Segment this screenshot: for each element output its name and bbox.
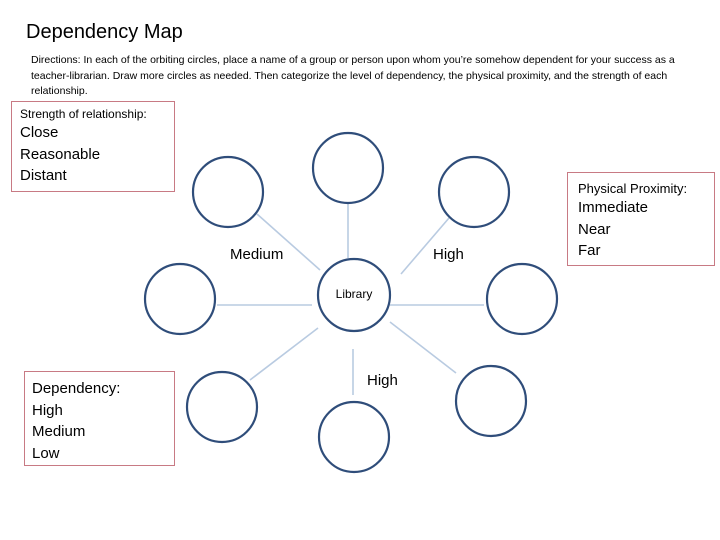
strength-legend-box: Strength of relationship: Close Reasonab…	[11, 101, 175, 192]
dependency-legend-title: Dependency:	[32, 380, 121, 397]
directions-text: Directions: In each of the orbiting circ…	[31, 54, 675, 97]
dependency-item-high: High	[32, 401, 63, 419]
orbit-circle-lower-right[interactable]	[454, 364, 528, 438]
center-circle[interactable]	[316, 257, 392, 333]
spoke-lower-left	[249, 327, 319, 381]
edge-label-high-bottom: High	[367, 372, 398, 389]
edge-label-high-right: High	[433, 246, 464, 263]
dependency-legend-box: Dependency: High Medium Low	[24, 371, 175, 466]
orbit-circle-right[interactable]	[485, 262, 559, 336]
orbit-circle-bottom[interactable]	[317, 400, 391, 474]
strength-item-distant: Distant	[20, 167, 67, 184]
spoke-lower-right	[389, 321, 457, 374]
strength-legend-title: Strength of relationship:	[20, 107, 147, 121]
proximity-item-far: Far	[578, 242, 601, 259]
orbit-circle-upper-right[interactable]	[437, 155, 511, 229]
page-title: Dependency Map	[26, 21, 183, 43]
spoke-upper-right	[400, 217, 450, 275]
dependency-item-low: Low	[32, 444, 60, 462]
center-label: Library	[335, 287, 373, 301]
proximity-item-immediate: Immediate	[578, 199, 649, 216]
strength-item-reasonable: Reasonable	[20, 145, 101, 163]
dependency-item-medium: Medium	[32, 423, 86, 440]
proximity-legend-title: Physical Proximity:	[578, 181, 688, 196]
orbit-circle-top[interactable]	[311, 131, 385, 205]
spoke-upper-left	[256, 213, 321, 271]
proximity-item-near: Near	[578, 220, 611, 238]
proximity-legend-box: Physical Proximity: Immediate Near Far	[567, 172, 715, 266]
strength-item-close: Close	[20, 124, 59, 141]
orbit-circle-upper-left[interactable]	[191, 155, 265, 229]
orbit-circle-left[interactable]	[143, 262, 217, 336]
orbit-circle-lower-left[interactable]	[185, 370, 259, 444]
edge-label-medium: Medium	[230, 246, 284, 263]
